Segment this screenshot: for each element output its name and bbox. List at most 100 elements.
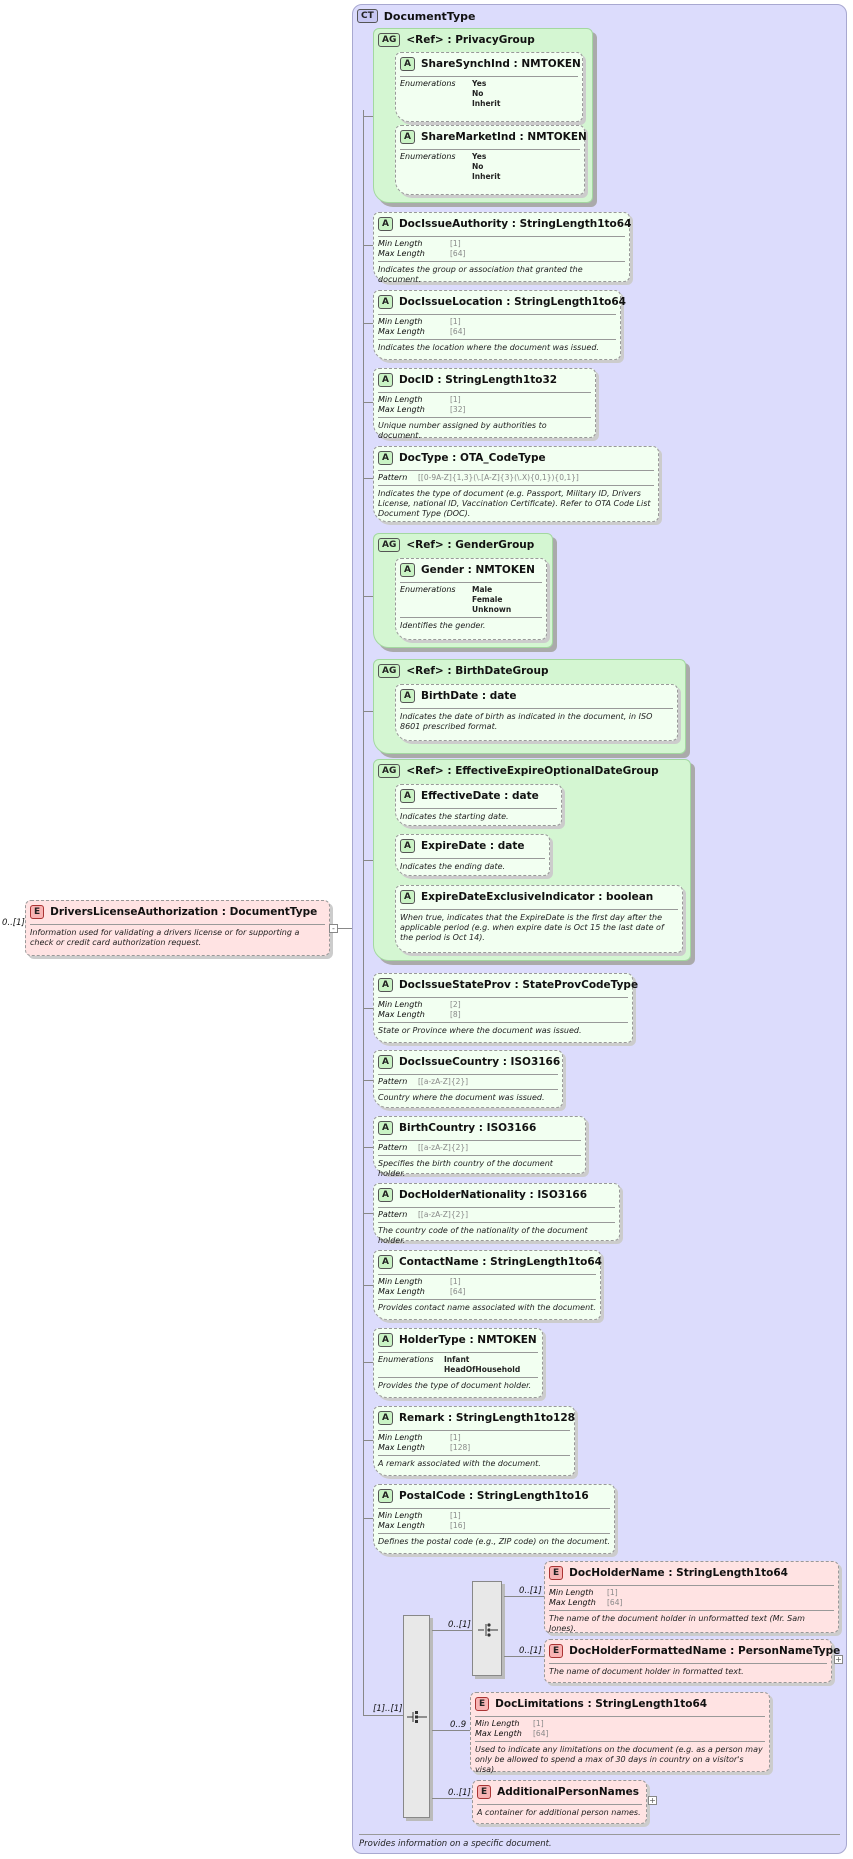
pattern-label: Pattern [378, 1077, 408, 1086]
attribute-badge: A [400, 563, 415, 577]
element-badge: E [475, 1697, 490, 1711]
attr-description: The country code of the nationality of t… [378, 1226, 588, 1245]
enum-value: Unknown [472, 605, 512, 614]
attribute-badge: A [400, 839, 415, 853]
min-length-label: Min Length [378, 1000, 423, 1009]
min-length-value: [1] [450, 239, 461, 248]
min-length-label: Min Length [475, 1719, 520, 1728]
attr-title: EffectiveDate : date [420, 790, 539, 802]
attr-title: DocType : OTA_CodeType [398, 452, 546, 464]
max-length-label: Max Length [549, 1598, 596, 1607]
attr-title: Gender : NMTOKEN [420, 564, 535, 576]
attribute-badge: A [378, 451, 393, 465]
attr-effective-date[interactable]: A EffectiveDate : date Indicates the star… [395, 784, 562, 826]
choice-compositor[interactable] [472, 1581, 502, 1676]
min-length-label: Min Length [378, 1511, 423, 1520]
attr-description: Identifies the gender. [400, 621, 486, 630]
ag-badge: AG [378, 33, 401, 47]
attribute-badge: A [400, 789, 415, 803]
max-length-value: [64] [450, 327, 466, 336]
max-length-label: Max Length [378, 1521, 425, 1530]
enum-value: Inherit [472, 172, 501, 181]
root-multiplicity: 0..[1] [2, 918, 25, 928]
element-title: DocHolderName : StringLength1to64 [569, 1567, 788, 1579]
choice-multiplicity: 0..[1] [448, 1620, 471, 1630]
sequence-compositor[interactable] [403, 1615, 430, 1818]
enum-value: Infant [444, 1355, 470, 1364]
element-badge: E [30, 905, 45, 919]
expand-icon[interactable]: + [648, 1796, 657, 1805]
attr-title: PostalCode : StringLength1to16 [398, 1490, 589, 1502]
effective-group-title: <Ref> : EffectiveExpireOptionalDateGroup [406, 765, 659, 777]
attr-title: ContactName : StringLength1to64 [398, 1256, 602, 1268]
attr-title: DocIssueStateProv : StateProvCodeType [398, 979, 639, 991]
max-length-value: [32] [450, 405, 466, 414]
attr-title: Remark : StringLength1to128 [398, 1412, 575, 1424]
enum-value: Female [472, 595, 503, 604]
max-length-value: [8] [450, 1010, 461, 1019]
pattern-value: [[a-zA-Z]{2}] [418, 1143, 469, 1152]
max-length-value: [64] [450, 1287, 466, 1296]
collapse-icon[interactable]: - [329, 924, 338, 933]
pattern-value: [[0-9A-Z]{1,3}(\.[A-Z]{3}(\.X){0,1}){0,1… [418, 473, 579, 482]
attr-title: DocID : StringLength1to32 [398, 374, 558, 386]
pattern-label: Pattern [378, 1143, 408, 1152]
max-length-label: Max Length [378, 1010, 425, 1019]
attribute-badge: A [378, 295, 393, 309]
max-length-label: Max Length [378, 1443, 425, 1452]
element-badge: E [549, 1644, 564, 1658]
min-length-value: [1] [450, 1277, 461, 1286]
attr-title: ShareMarketInd : NMTOKEN [420, 131, 587, 143]
element-multiplicity: 0..[1] [519, 1646, 542, 1656]
min-length-value: [1] [450, 1511, 461, 1520]
attr-description: Unique number assigned by authorities to… [378, 421, 547, 440]
min-length-label: Min Length [378, 395, 423, 404]
max-length-value: [16] [450, 1521, 466, 1530]
element-multiplicity: 0..9 [450, 1720, 467, 1730]
min-length-label: Min Length [378, 239, 423, 248]
attr-description: A remark associated with the document. [378, 1459, 541, 1468]
root-element-description: Information used for validating a driver… [30, 928, 300, 947]
pattern-value: [[a-zA-Z]{2}] [418, 1077, 469, 1086]
attr-description: Defines the postal code (e.g., ZIP code)… [378, 1537, 610, 1546]
min-length-value: [2] [450, 1000, 461, 1009]
attr-title: ExpireDateExclusiveIndicator : boolean [420, 891, 654, 903]
min-length-value: [1] [450, 395, 461, 404]
element-title: DocHolderFormattedName : PersonNameType [569, 1645, 841, 1657]
element-doc-holder-formatted-name[interactable]: E DocHolderFormattedName : PersonNameType… [544, 1639, 840, 1683]
attr-description: Indicates the date of birth as indicated… [400, 712, 653, 731]
element-multiplicity: 0..[1] [519, 1586, 542, 1596]
element-description: The name of the document holder in unfor… [549, 1614, 805, 1633]
pattern-value: [[a-zA-Z]{2}] [418, 1210, 469, 1219]
max-length-label: Max Length [475, 1729, 522, 1738]
attr-description: Country where the document was issued. [378, 1093, 545, 1102]
attr-description: Indicates the group or association that … [378, 265, 583, 284]
privacy-group-title: <Ref> : PrivacyGroup [406, 34, 535, 46]
complex-type-badge: CT [357, 9, 378, 23]
attr-description: Indicates the starting date. [400, 812, 509, 821]
expand-icon[interactable]: + [834, 1655, 843, 1664]
max-length-label: Max Length [378, 1287, 425, 1296]
